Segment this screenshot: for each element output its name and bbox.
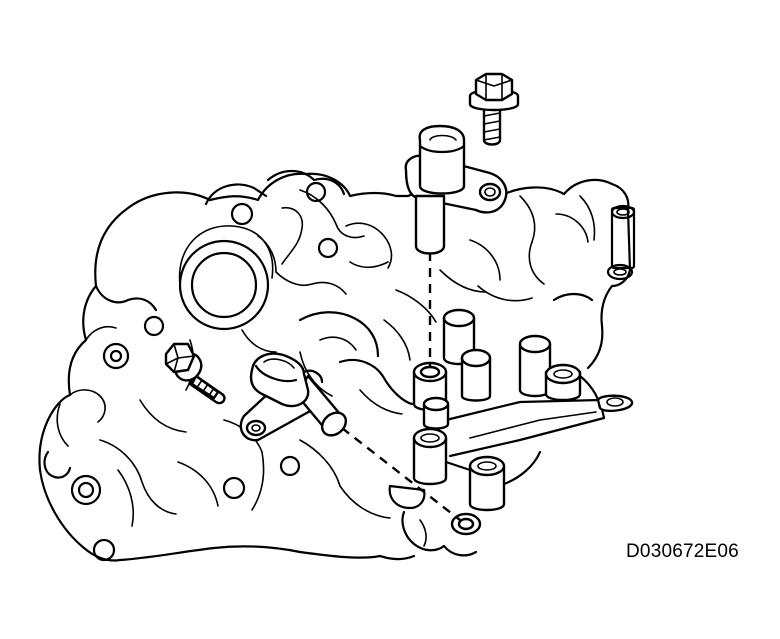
upper-speed-sensor [404, 124, 508, 255]
lower-bolt [164, 342, 226, 405]
upper-bolt [468, 72, 520, 146]
mounting-bosses [378, 308, 634, 561]
transmission-case-housing [38, 169, 414, 562]
lower-speed-sensor [239, 352, 348, 442]
figure-code: D030672E06 [626, 541, 739, 562]
lower-sensor-guide-line [341, 427, 461, 521]
installation-guide-lines [341, 252, 461, 521]
